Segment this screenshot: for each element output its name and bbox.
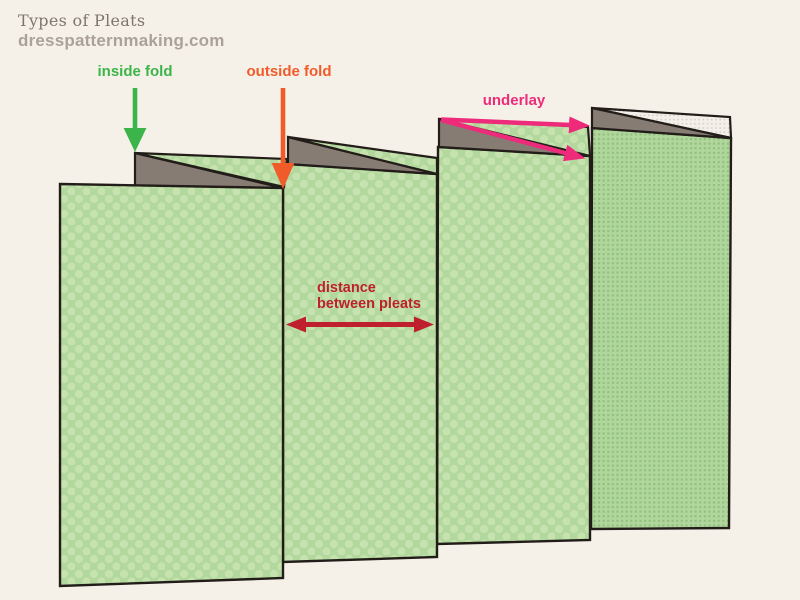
- underlay-label: underlay: [482, 92, 546, 109]
- outside-fold-label: outside fold: [246, 63, 332, 80]
- pleat-3-panel: [435, 145, 592, 546]
- underlay-arrow-lower: [440, 117, 586, 162]
- distance-between-pleats-label: distance between pleats: [317, 280, 447, 312]
- pleat-2-panel: [281, 162, 439, 564]
- page-title: Types of Pleats: [18, 11, 146, 30]
- site-name: dresspatternmaking.com: [18, 31, 225, 50]
- underlay-panel: [589, 126, 733, 531]
- inside-fold-label: inside fold: [97, 63, 173, 80]
- underlay-arrow-upper: [440, 116, 590, 134]
- distance-label-line1: distance: [317, 280, 376, 296]
- outside-fold-arrow: [271, 88, 295, 189]
- inside-fold-arrow: [123, 88, 147, 152]
- distance-label-line2: between pleats: [317, 295, 421, 312]
- pleat-2-fold-face: [287, 135, 439, 176]
- underlay-top-fold-gray: [590, 106, 732, 140]
- pleat-1-panel: [58, 182, 285, 588]
